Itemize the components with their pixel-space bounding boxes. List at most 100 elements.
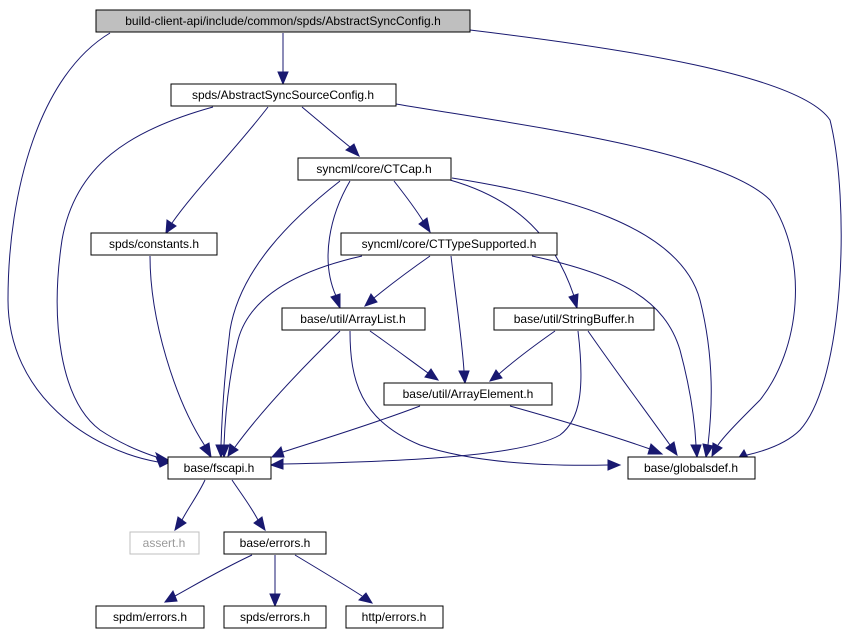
node-http-errors-label: http/errors.h — [362, 610, 427, 624]
edge-line — [509, 405, 651, 450]
edge-errors-to-spdm_errors — [163, 554, 253, 603]
edge-ctcap-to-arraylist — [327, 180, 351, 310]
edge-arrowhead — [489, 369, 503, 382]
edge-line — [373, 255, 431, 299]
edge-arrowhead — [253, 516, 266, 532]
node-stringbuffer[interactable]: base/util/StringBuffer.h — [493, 307, 655, 331]
node-cttype-label: syncml/core/CTTypeSupported.h — [362, 237, 537, 251]
edge-arrayelement-to-fscapi — [270, 405, 421, 458]
edge-line — [301, 106, 351, 148]
edge-constants-to-fscapi — [149, 255, 212, 459]
edge-stringbuffer-to-fscapi — [269, 330, 582, 470]
node-arraylist-label: base/util/ArrayList.h — [300, 312, 405, 326]
edge-line — [234, 330, 341, 448]
node-arrayelement[interactable]: base/util/ArrayElement.h — [383, 382, 553, 406]
node-assert-label: assert.h — [143, 536, 186, 550]
edge-root-to-asc — [277, 33, 289, 86]
edges-layer — [7, 29, 842, 608]
edge-line — [7, 32, 159, 463]
node-ctcap-label: syncml/core/CTCap.h — [316, 162, 431, 176]
edge-line — [223, 255, 363, 446]
edge-arrowhead — [269, 458, 284, 470]
node-assert[interactable]: assert.h — [129, 531, 200, 555]
node-root-label: build-client-api/include/common/spds/Abs… — [125, 14, 441, 28]
edge-line — [587, 330, 671, 446]
edge-fscapi-to-errors — [231, 479, 266, 532]
node-ctcap[interactable]: syncml/core/CTCap.h — [297, 157, 452, 181]
edge-asc-to-ctcap — [301, 106, 360, 157]
edge-arrowhead — [163, 589, 178, 603]
node-stringbuffer-label: base/util/StringBuffer.h — [514, 312, 635, 326]
edge-line — [181, 479, 206, 521]
node-spds-errors-label: spds/errors.h — [240, 610, 310, 624]
edge-arrowhead — [711, 442, 723, 458]
edge-arrowhead — [364, 293, 378, 307]
edge-arrowhead — [702, 443, 714, 459]
edge-arrowhead — [424, 368, 440, 381]
node-fscapi[interactable]: base/fscapi.h — [167, 456, 272, 480]
edge-line — [231, 479, 259, 521]
edge-cttype-to-arrayelement — [450, 255, 470, 385]
edge-arrowhead — [269, 593, 281, 608]
node-errors-label: base/errors.h — [240, 536, 311, 550]
edge-arrowhead — [568, 293, 579, 310]
edge-arrowhead — [174, 516, 187, 532]
edge-line — [149, 255, 206, 447]
edge-arrowhead — [665, 441, 678, 457]
edge-line — [282, 405, 421, 453]
node-arraylist[interactable]: base/util/ArrayList.h — [281, 307, 426, 331]
edge-ctcap-to-globalsdef — [451, 177, 714, 459]
node-constants[interactable]: spds/constants.h — [90, 232, 218, 256]
edge-arrowhead — [227, 443, 239, 457]
node-asc[interactable]: spds/AbstractSyncSourceConfig.h — [170, 83, 397, 107]
edge-line — [531, 255, 697, 446]
node-globalsdef-label: base/globalsdef.h — [644, 461, 738, 475]
node-spdm-errors[interactable]: spdm/errors.h — [95, 605, 205, 629]
edge-arrowhead — [330, 293, 341, 310]
edge-line — [171, 106, 269, 224]
node-root[interactable]: build-client-api/include/common/spds/Abs… — [95, 9, 471, 33]
edge-arrowhead — [358, 592, 374, 604]
edge-arraylist-to-arrayelement — [369, 330, 440, 381]
edge-stringbuffer-to-globalsdef — [587, 330, 678, 457]
node-globalsdef[interactable]: base/globalsdef.h — [627, 456, 756, 480]
edge-asc-to-fscapi — [56, 106, 214, 464]
edge-cttype-to-arraylist — [364, 255, 431, 307]
edge-arraylist-to-globalsdef — [349, 330, 622, 471]
node-arrayelement-label: base/util/ArrayElement.h — [403, 387, 534, 401]
edge-ctcap-to-stringbuffer — [449, 179, 579, 310]
edge-line — [174, 554, 253, 597]
edge-stringbuffer-to-arrayelement — [489, 330, 556, 382]
node-errors[interactable]: base/errors.h — [223, 531, 327, 555]
edge-line — [220, 180, 341, 446]
edge-arrowhead — [418, 217, 431, 234]
node-asc-label: spds/AbstractSyncSourceConfig.h — [192, 88, 374, 102]
edge-errors-to-http_errors — [294, 554, 374, 604]
edge-arrowhead — [277, 71, 289, 86]
edge-ctcap-to-cttype — [393, 180, 431, 234]
edge-arrowhead — [647, 443, 664, 455]
edge-asc-to-globalsdef — [395, 103, 796, 458]
edge-arrowhead — [270, 446, 285, 458]
edge-line — [56, 106, 214, 459]
edge-arrayelement-to-globalsdef — [509, 405, 664, 455]
edge-cttype-to-fscapi — [218, 255, 363, 459]
edge-line — [450, 255, 465, 372]
edge-line — [449, 179, 575, 297]
node-cttype[interactable]: syncml/core/CTTypeSupported.h — [340, 232, 558, 256]
node-constants-label: spds/constants.h — [109, 237, 199, 251]
edge-arrowhead — [155, 451, 172, 464]
node-spds-errors[interactable]: spds/errors.h — [223, 605, 327, 629]
edge-fscapi-to-assert — [174, 479, 206, 532]
node-spdm-errors-label: spdm/errors.h — [113, 610, 187, 624]
edge-arrowhead — [690, 444, 702, 459]
edge-arrowhead — [607, 459, 622, 471]
edge-arrowhead — [458, 370, 470, 385]
edge-arraylist-to-fscapi — [227, 330, 341, 457]
node-http-errors[interactable]: http/errors.h — [345, 605, 444, 629]
edge-errors-to-spds_errors — [269, 555, 281, 608]
edge-cttype-to-globalsdef — [531, 255, 702, 459]
edge-line — [369, 330, 429, 374]
edge-arrowhead — [345, 143, 360, 157]
